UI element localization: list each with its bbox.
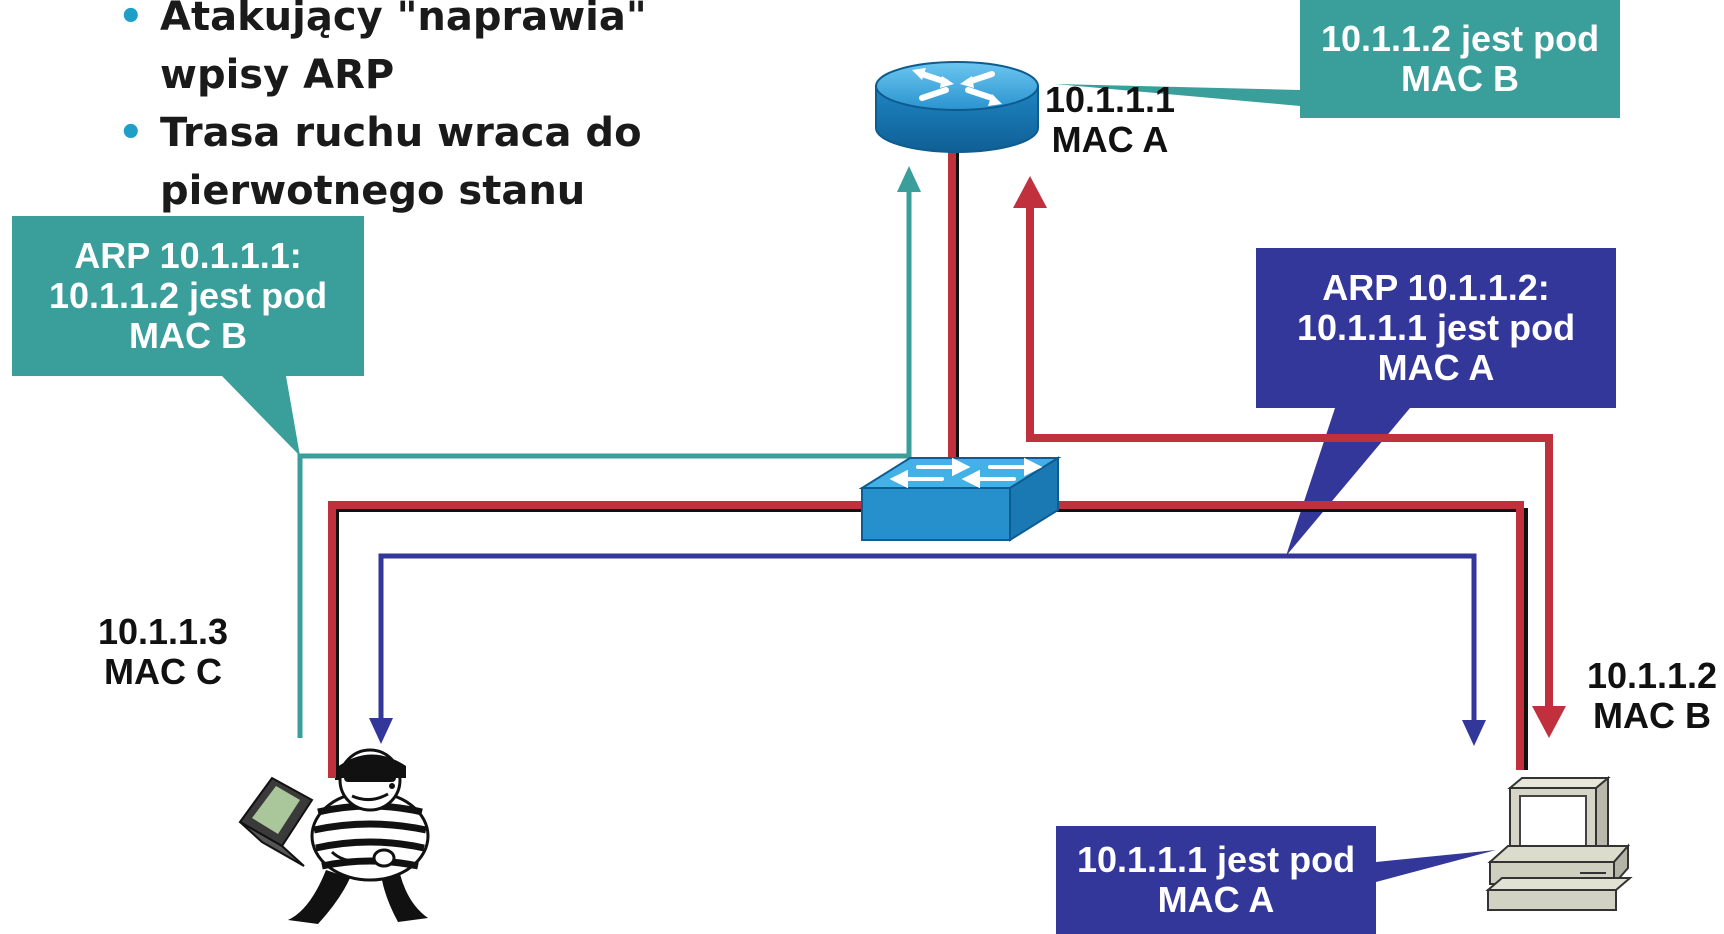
bullet-text: Trasa ruchu wraca do pierwotnego stanu (160, 110, 642, 214)
ip-address: 10.1.1.3 (88, 612, 238, 652)
pc-address-label: 10.1.1.2 MAC B (1582, 656, 1722, 736)
bullet-icon: • (118, 104, 144, 162)
red-arrow-down (1532, 706, 1566, 738)
arp-path-teal (300, 190, 909, 738)
mac-address: MAC B (1582, 696, 1722, 736)
arp-path-navy (381, 556, 1474, 722)
attacker-arp-callout: ARP 10.1.1.1: 10.1.1.2 jest pod MAC B (12, 216, 364, 376)
navy-arrow-down-pc (1462, 720, 1486, 746)
callout-line: 10.1.1.1 jest pod (1256, 308, 1616, 348)
callout-line: MAC A (1056, 880, 1376, 920)
callout-line: MAC A (1256, 348, 1616, 388)
mac-address: MAC C (88, 652, 238, 692)
navy-arrow-down-attacker (369, 718, 393, 744)
router-arp-table-callout: 10.1.1.2 jest pod MAC B (1300, 0, 1620, 118)
attacker-address-label: 10.1.1.3 MAC C (88, 612, 238, 692)
bullet-icon: • (118, 0, 144, 46)
callout-line: 10.1.1.2 jest pod (1300, 19, 1620, 59)
bullet-item: • Trasa ruchu wraca do pierwotnego stanu (118, 104, 738, 220)
pc-callout-tail (1376, 850, 1496, 882)
pc-arp-table-callout: 10.1.1.1 jest pod MAC A (1056, 826, 1376, 934)
attacker-callout-tail (222, 376, 300, 456)
callout-line: ARP 10.1.1.2: (1256, 268, 1616, 308)
mac-address: MAC A (1040, 120, 1180, 160)
ip-address: 10.1.1.1 (1040, 80, 1180, 120)
victim-arp-callout: ARP 10.1.1.2: 10.1.1.1 jest pod MAC A (1256, 248, 1616, 408)
router-address-label: 10.1.1.1 MAC A (1040, 80, 1180, 160)
bullet-list: • Atakujący "naprawia" wpisy ARP • Trasa… (118, 0, 738, 220)
red-arrow-up (1013, 176, 1047, 208)
teal-arrow-up (897, 166, 921, 192)
callout-line: MAC B (1300, 59, 1620, 99)
bullet-text: Atakujący "naprawia" wpisy ARP (160, 0, 647, 98)
victim-callout-tail (1286, 408, 1410, 556)
ip-address: 10.1.1.2 (1582, 656, 1722, 696)
router-icon (876, 62, 1038, 152)
callout-line: 10.1.1.1 jest pod (1056, 840, 1376, 880)
pc-icon (1488, 778, 1630, 910)
callout-line: MAC B (12, 316, 364, 356)
callout-line: ARP 10.1.1.1: (12, 236, 364, 276)
callout-line: 10.1.1.2 jest pod (12, 276, 364, 316)
switch-icon (862, 458, 1058, 540)
bullet-item: • Atakujący "naprawia" wpisy ARP (118, 0, 738, 104)
